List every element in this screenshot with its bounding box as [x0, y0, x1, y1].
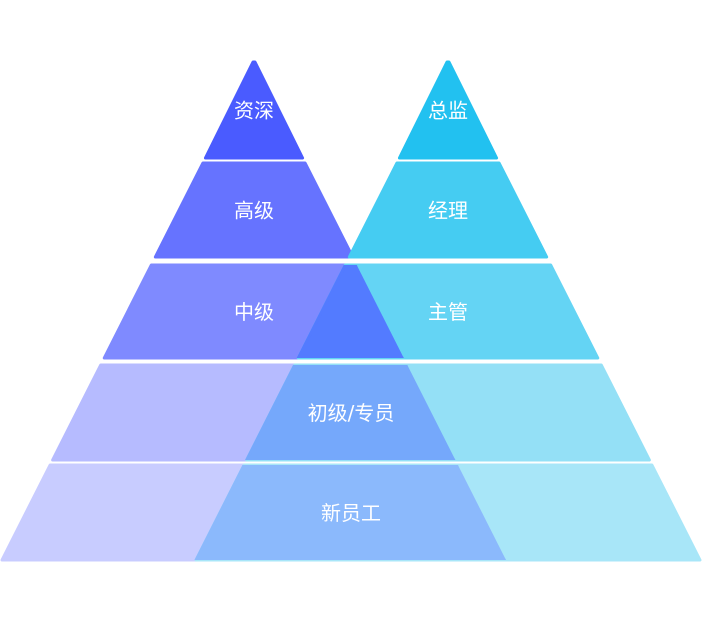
right-pyramid-layer-1	[397, 60, 499, 160]
right-layer-label: 总监	[428, 99, 468, 123]
left-layer-label: 中级	[234, 300, 274, 324]
right-layer-label: 主管	[428, 300, 468, 324]
right-pyramid-layer-2	[347, 161, 549, 259]
left-layer-label: 高级	[234, 199, 274, 223]
right-layer-label: 经理	[428, 199, 468, 223]
overlap-layer-5	[194, 465, 506, 560]
left-pyramid-layer-1	[203, 60, 305, 160]
left-layer-label: 资深	[234, 99, 274, 123]
overlap-layer-label: 新员工	[321, 501, 381, 525]
overlap-layer-label: 初级/专员	[308, 401, 395, 425]
